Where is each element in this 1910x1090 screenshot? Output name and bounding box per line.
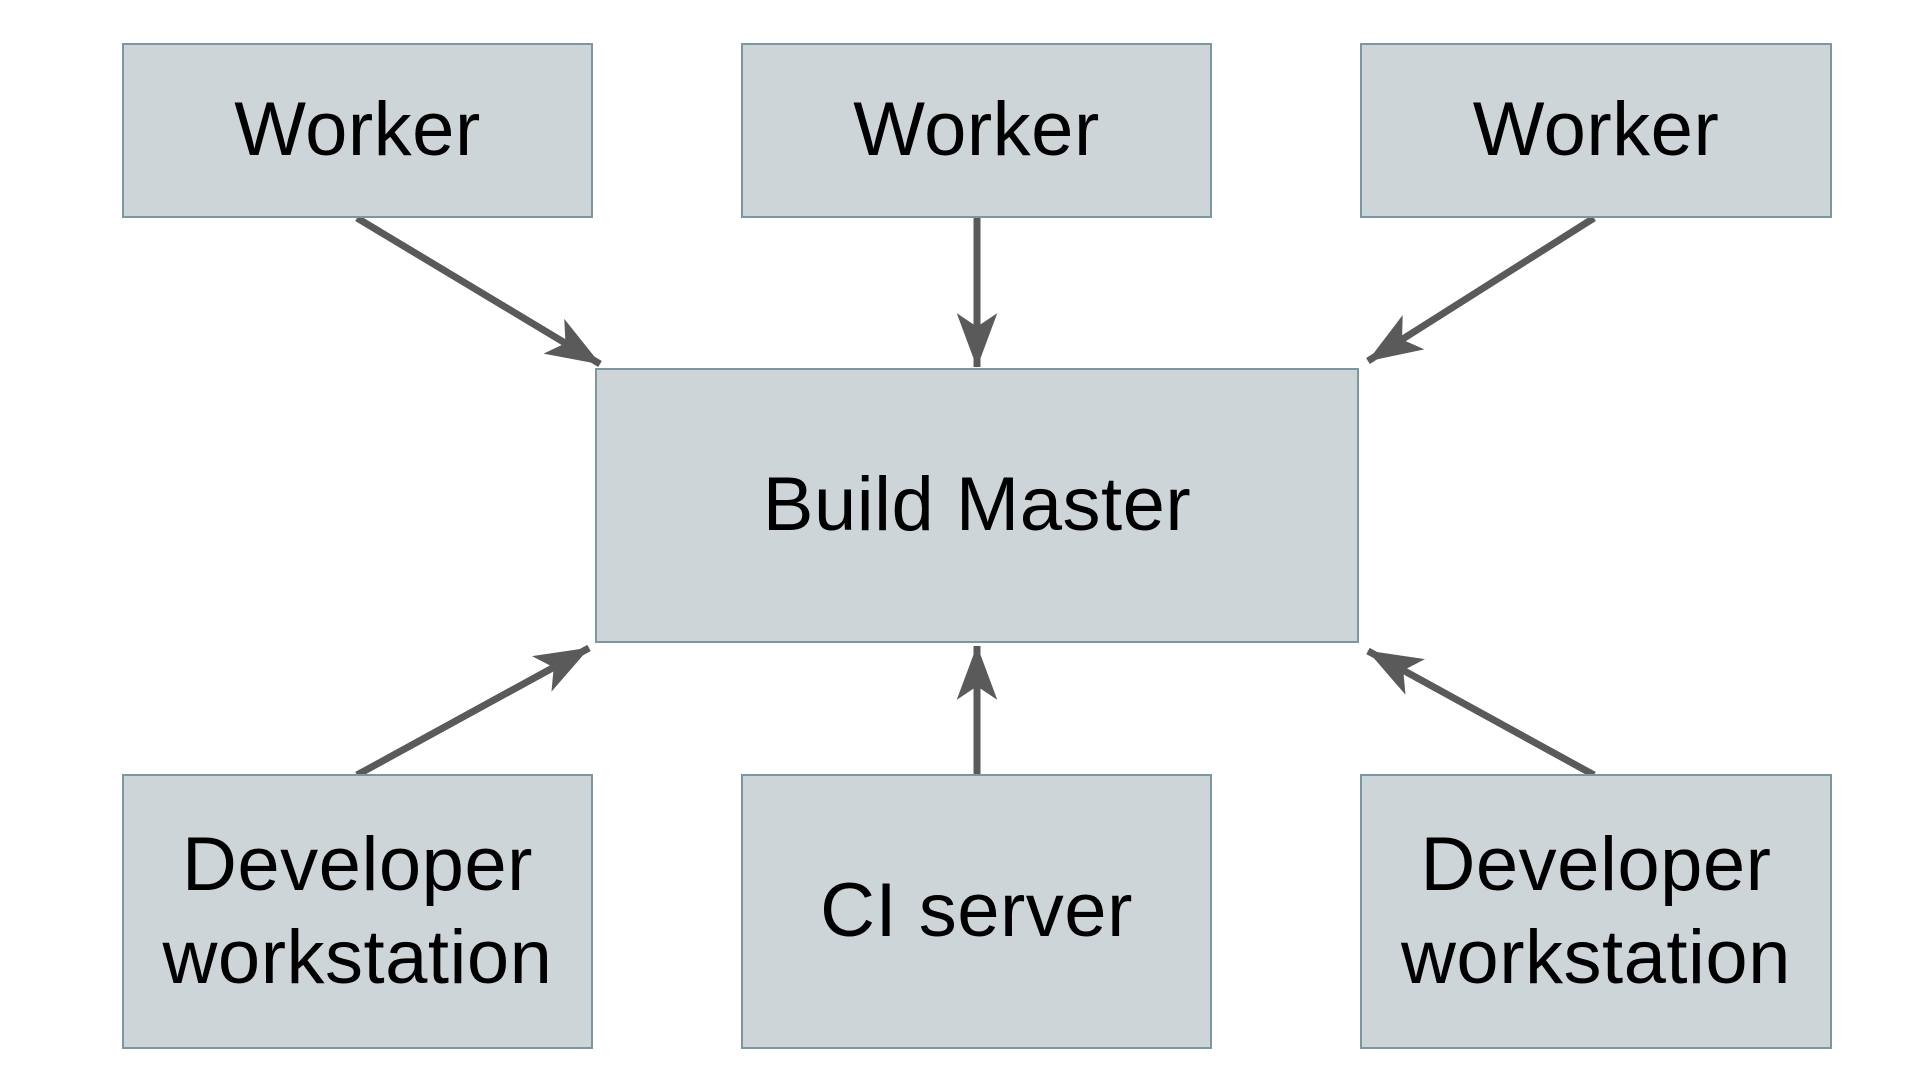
edge-dev-workstation-right-to-build-master bbox=[1366, 647, 1596, 779]
node-developer-workstation-left-label: Developer workstation bbox=[162, 821, 553, 1000]
node-developer-workstation-right: Developer workstation bbox=[1360, 774, 1832, 1049]
node-worker-right: Worker bbox=[1360, 43, 1832, 218]
node-developer-workstation-right-label: Developer workstation bbox=[1401, 821, 1791, 1000]
node-developer-workstation-left: Developer workstation bbox=[122, 774, 593, 1049]
edge-worker-left-to-build-master bbox=[355, 214, 602, 368]
node-worker-center-label: Worker bbox=[853, 87, 1100, 173]
node-worker-right-label: Worker bbox=[1472, 87, 1720, 173]
node-ci-server: CI server bbox=[741, 774, 1212, 1049]
node-build-master: Build Master bbox=[595, 368, 1359, 643]
edge-worker-right-to-build-master bbox=[1366, 215, 1596, 364]
node-build-master-label: Build Master bbox=[762, 462, 1192, 548]
node-worker-left: Worker bbox=[122, 43, 593, 218]
node-worker-center: Worker bbox=[741, 43, 1212, 218]
node-ci-server-label: CI server bbox=[820, 868, 1133, 954]
edge-dev-workstation-left-to-build-master bbox=[355, 644, 591, 779]
node-worker-left-label: Worker bbox=[234, 87, 481, 173]
